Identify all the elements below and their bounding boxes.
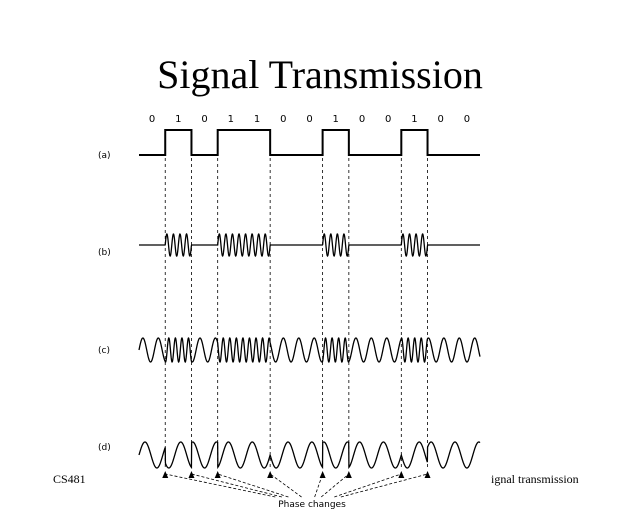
phase-change-arrow	[340, 473, 428, 498]
row-label: (d)	[98, 443, 111, 453]
phase-change-arrow	[334, 473, 402, 498]
bit-label: 1	[411, 114, 417, 125]
bit-labels: 0 1 0 1 1 0 0 1 0 0 1 0 0	[149, 114, 470, 125]
slide-title: Signal Transmission	[157, 52, 483, 97]
row-labels: (a) (b) (c) (d)	[98, 151, 111, 453]
footer-course-label: CS481	[53, 472, 86, 486]
bit-label: 1	[175, 114, 181, 125]
bit-label: 0	[385, 114, 391, 125]
waveform-b-amplitude	[139, 233, 480, 258]
row-label: (b)	[98, 248, 111, 258]
bit-label: 0	[149, 114, 155, 125]
phase-change-arrow	[165, 473, 276, 498]
bit-label: 0	[306, 114, 312, 125]
phase-change-arrow	[217, 473, 289, 498]
phase-change-arrows	[162, 471, 431, 498]
arrowhead	[398, 471, 405, 478]
arrowhead	[162, 471, 169, 478]
arrowhead	[214, 471, 221, 478]
bit-boundary-guides	[164, 140, 428, 470]
bit-label: 0	[280, 114, 286, 125]
arrowhead	[345, 471, 352, 478]
bit-label: 1	[333, 114, 339, 125]
bit-label: 0	[201, 114, 207, 125]
arrowhead	[267, 471, 274, 478]
bit-label: 1	[228, 114, 234, 125]
arrowhead	[424, 471, 431, 478]
bit-label: 0	[464, 114, 470, 125]
arrowhead	[319, 471, 326, 478]
phase-changes-label: Phase changes	[278, 500, 346, 510]
phase-change-arrow	[269, 473, 302, 498]
waveform-d-phase	[138, 441, 481, 470]
bit-label: 0	[438, 114, 444, 125]
phase-change-arrow	[191, 473, 282, 498]
bit-label: 1	[254, 114, 260, 125]
row-label: (c)	[98, 346, 110, 356]
phase-change-arrow	[320, 473, 350, 498]
arrowhead	[188, 471, 195, 478]
waveform-c-frequency	[138, 336, 481, 364]
footer-topic-label: ignal transmission	[491, 472, 579, 486]
bit-label: 0	[359, 114, 365, 125]
row-label: (a)	[98, 151, 111, 161]
waveform-a-binary	[139, 129, 480, 156]
